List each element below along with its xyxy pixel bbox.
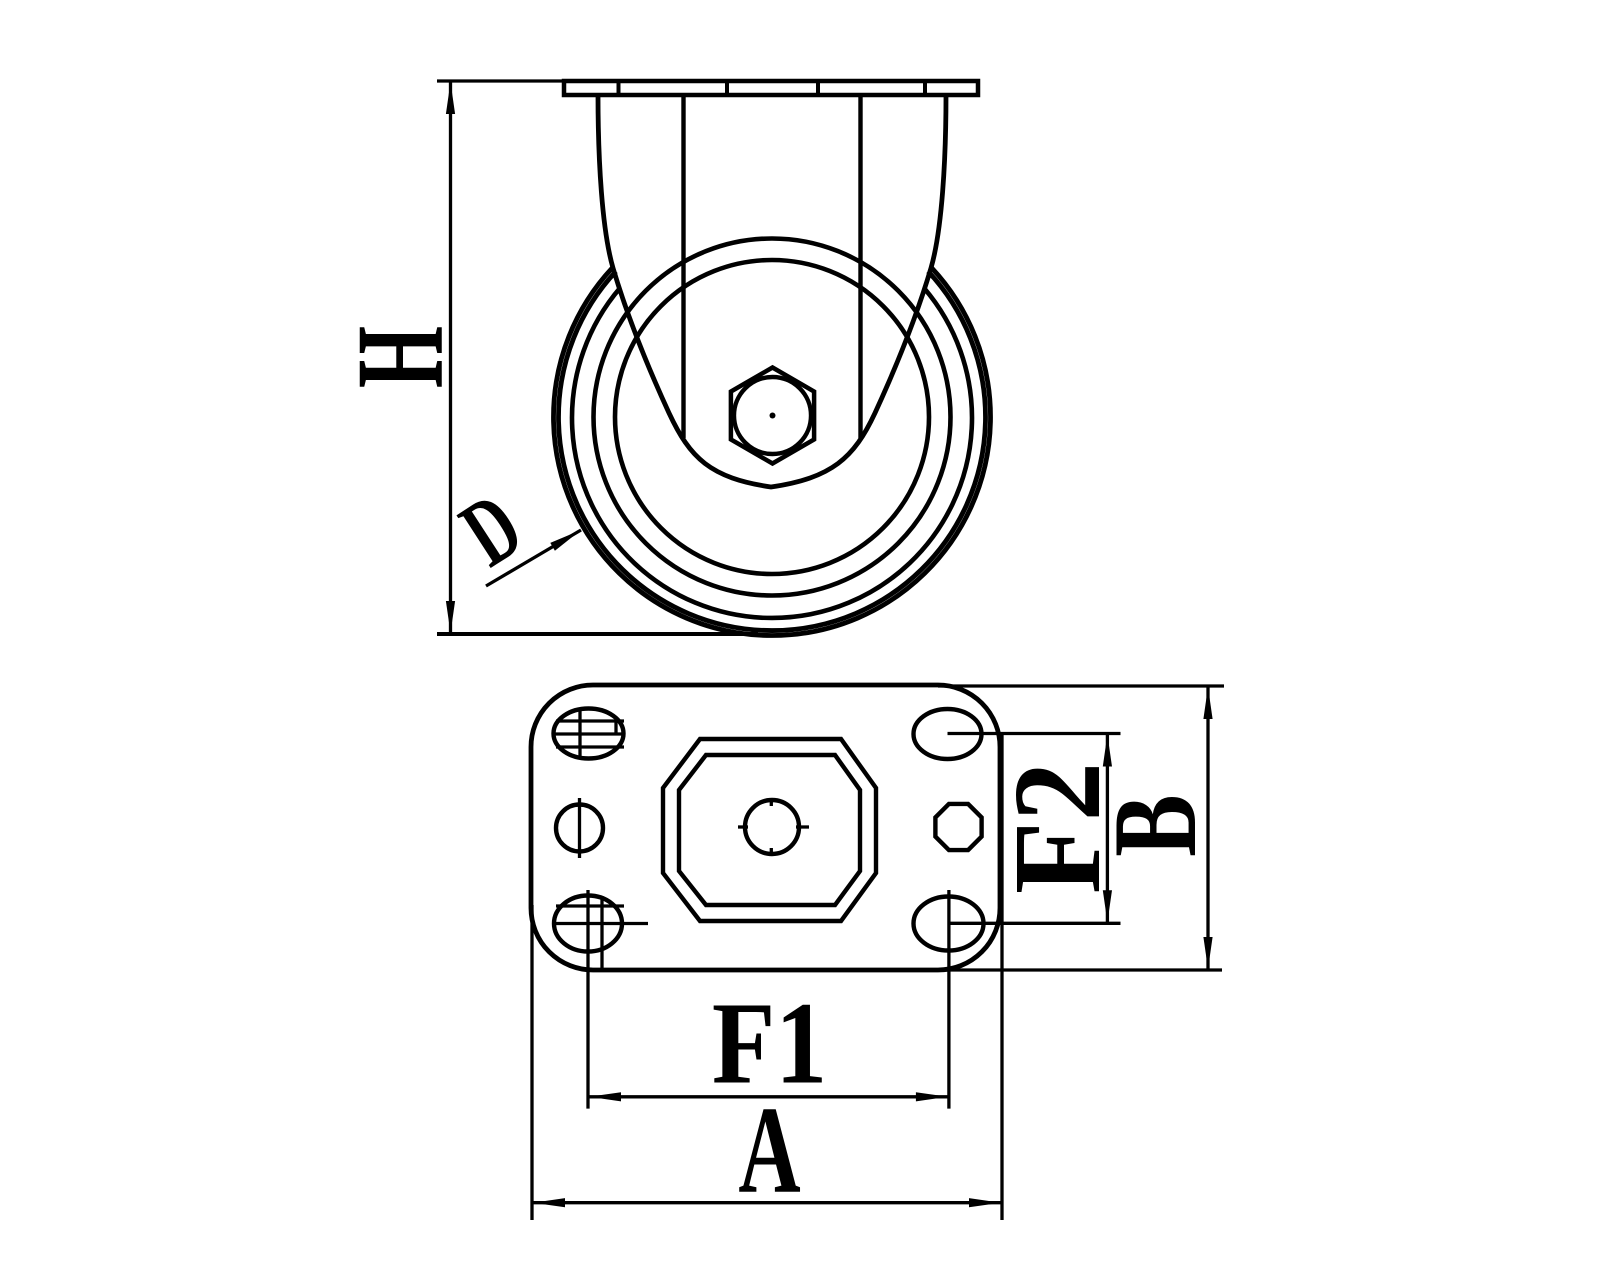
svg-text:F2: F2 <box>988 762 1126 894</box>
svg-text:A: A <box>738 1081 800 1220</box>
svg-text:B: B <box>1089 794 1222 856</box>
svg-text:D: D <box>444 472 540 586</box>
svg-text:H: H <box>330 326 469 388</box>
svg-text:F1: F1 <box>712 978 827 1109</box>
